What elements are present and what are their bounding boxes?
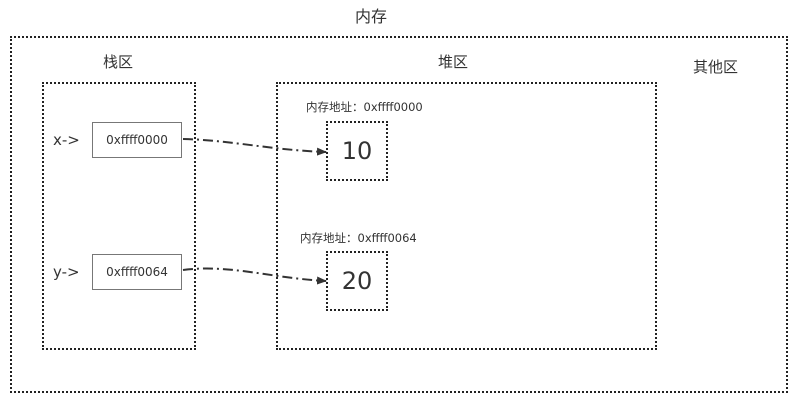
- stack-region: [42, 82, 196, 350]
- variable-y-label: y->: [53, 263, 80, 281]
- memory-region: [10, 36, 788, 393]
- heap-address-label-1: 内存地址：0xffff0000: [306, 100, 423, 114]
- pointer-arrow-x: [182, 138, 327, 156]
- stack-label: 栈区: [103, 53, 134, 71]
- variable-x-box: 0xffff0000: [92, 122, 182, 158]
- pointer-arrow-y: [182, 267, 327, 285]
- heap-cell-1: 10: [326, 121, 388, 181]
- variable-y-box: 0xffff0064: [92, 254, 182, 290]
- heap-cell-2: 20: [326, 251, 388, 311]
- heap-address-label-2: 内存地址：0xffff0064: [300, 231, 417, 245]
- heap-label: 堆区: [438, 53, 469, 71]
- other-region-label: 其他区: [693, 58, 739, 76]
- variable-x-label: x->: [53, 131, 80, 149]
- heap-region: [276, 82, 657, 350]
- diagram-title: 内存: [355, 7, 388, 26]
